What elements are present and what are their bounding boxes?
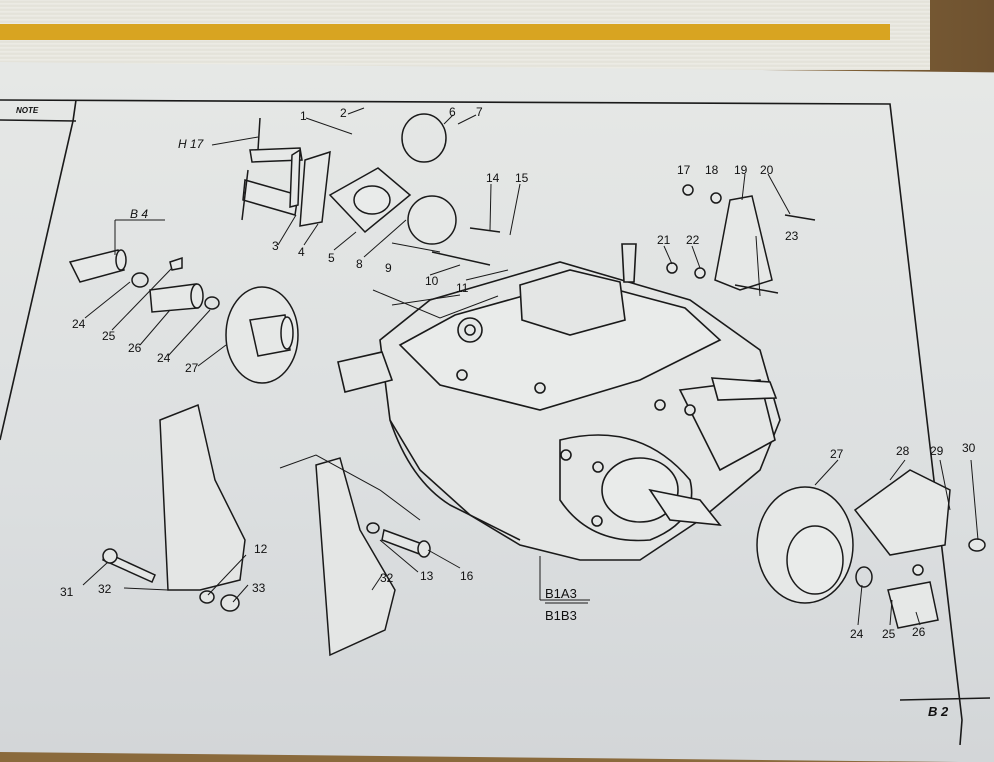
callout-21: 21: [657, 233, 671, 247]
callout-18: 18: [705, 163, 719, 177]
callout-25a: 25: [102, 329, 116, 343]
linkage-parts: [241, 113, 501, 266]
gearbox-housing: [337, 243, 781, 561]
callout-15: 15: [515, 171, 529, 185]
callout-8: 8: [356, 257, 363, 271]
callout-30: 30: [962, 441, 976, 455]
callout-11: 11: [456, 281, 469, 295]
callout-23: 23: [785, 229, 799, 243]
callout-24a: 24: [72, 317, 86, 331]
left-shaft-assembly: [68, 249, 299, 384]
page-frame: [0, 99, 991, 745]
mount-brackets: [102, 403, 431, 657]
callout-19: 19: [734, 163, 748, 177]
callout-7: 7: [476, 105, 483, 119]
callout-29: 29: [930, 444, 944, 458]
ref-b1b3: B1B3: [545, 608, 577, 623]
callout-32a: 32: [98, 582, 112, 596]
callout-17: 17: [677, 163, 691, 177]
callout-28: 28: [896, 444, 910, 458]
callout-25b: 25: [882, 627, 896, 641]
callout-5: 5: [328, 251, 335, 265]
callout-labels: 1 2 3 4 5 6 7 8 9 10 11 14 15 17 18 19 2…: [60, 105, 976, 641]
callout-10: 10: [425, 274, 439, 288]
leader-lines: [82, 107, 979, 626]
callout-2: 2: [340, 106, 347, 120]
callout-27b: 27: [830, 447, 844, 461]
callout-20: 20: [760, 163, 774, 177]
callout-6: 6: [449, 105, 456, 119]
callout-22: 22: [686, 233, 700, 247]
page-code: B 2: [928, 704, 949, 719]
callout-3: 3: [272, 239, 279, 253]
callout-26a: 26: [128, 341, 142, 355]
callout-9: 9: [385, 261, 392, 275]
callout-26b: 26: [912, 625, 926, 639]
ref-b1a3: B1A3: [545, 586, 577, 601]
callout-13: 13: [420, 569, 434, 583]
ref-h17: H 17: [178, 137, 205, 151]
callout-1: 1: [300, 109, 307, 123]
callout-4: 4: [298, 245, 305, 259]
callout-12: 12: [254, 542, 268, 556]
callout-32b: 32: [380, 571, 394, 585]
callout-24b: 24: [157, 351, 171, 365]
callout-33: 33: [252, 581, 266, 595]
callout-27a: 27: [185, 361, 199, 375]
callout-14: 14: [486, 171, 500, 185]
callout-16: 16: [460, 569, 474, 583]
ref-b4: B 4: [130, 207, 148, 221]
yellow-divider-tab: [0, 24, 890, 40]
callout-24c: 24: [850, 627, 864, 641]
callout-31: 31: [60, 585, 74, 599]
note-label: NOTE: [16, 106, 39, 115]
exploded-diagram: 1 2 3 4 5 6 7 8 9 10 11 14 15 17 18 19 2…: [0, 99, 991, 745]
right-bracket-assembly: [666, 184, 986, 629]
